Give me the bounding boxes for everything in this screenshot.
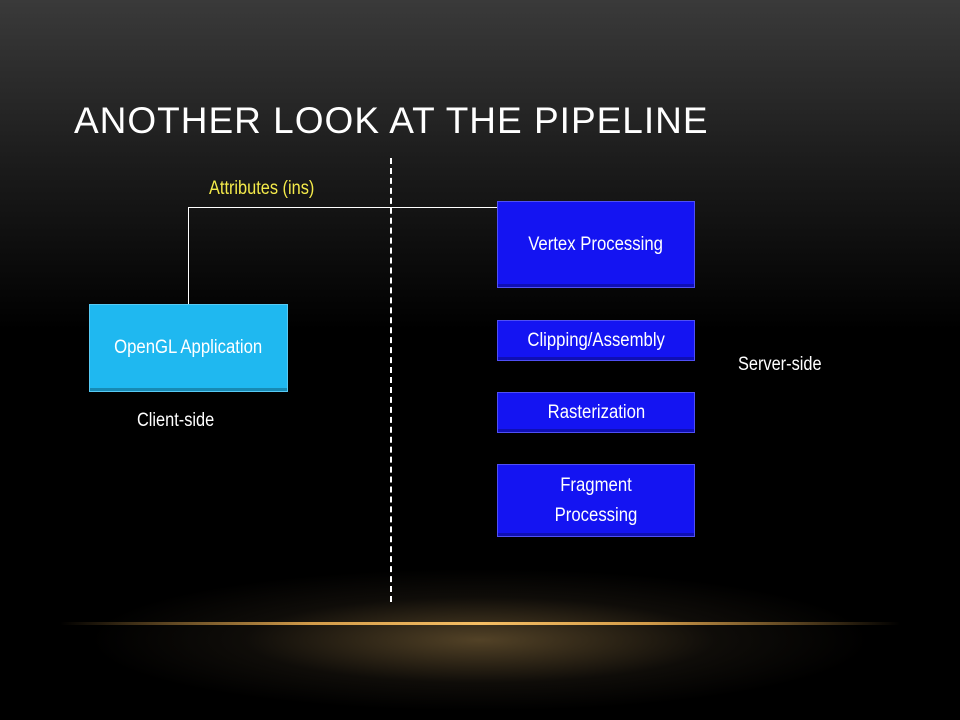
clipping-assembly-label: Clipping/Assembly xyxy=(527,329,665,351)
floor-glow-line xyxy=(60,622,900,625)
rasterization-box: Rasterization xyxy=(497,392,695,433)
fragment-processing-box: Fragment Processing xyxy=(497,464,695,537)
server-side-label: Server-side xyxy=(738,354,822,375)
opengl-application-label: OpenGL Application xyxy=(114,337,263,358)
fragment-processing-label: Fragment Processing xyxy=(554,474,638,526)
attributes-label: Attributes (ins) xyxy=(209,178,315,199)
slide-title: ANOTHER LOOK AT THE PIPELINE xyxy=(74,100,709,141)
vertex-processing-box: Vertex Processing xyxy=(497,201,695,288)
opengl-application-box: OpenGL Application xyxy=(89,304,288,392)
vertex-processing-label: Vertex Processing xyxy=(528,233,664,255)
attribute-connector-horizontal xyxy=(188,207,498,208)
rasterization-label: Rasterization xyxy=(547,401,645,423)
attribute-connector-vertical xyxy=(188,207,189,304)
client-side-label: Client-side xyxy=(137,410,215,431)
client-server-divider xyxy=(390,158,392,602)
clipping-assembly-box: Clipping/Assembly xyxy=(497,320,695,361)
